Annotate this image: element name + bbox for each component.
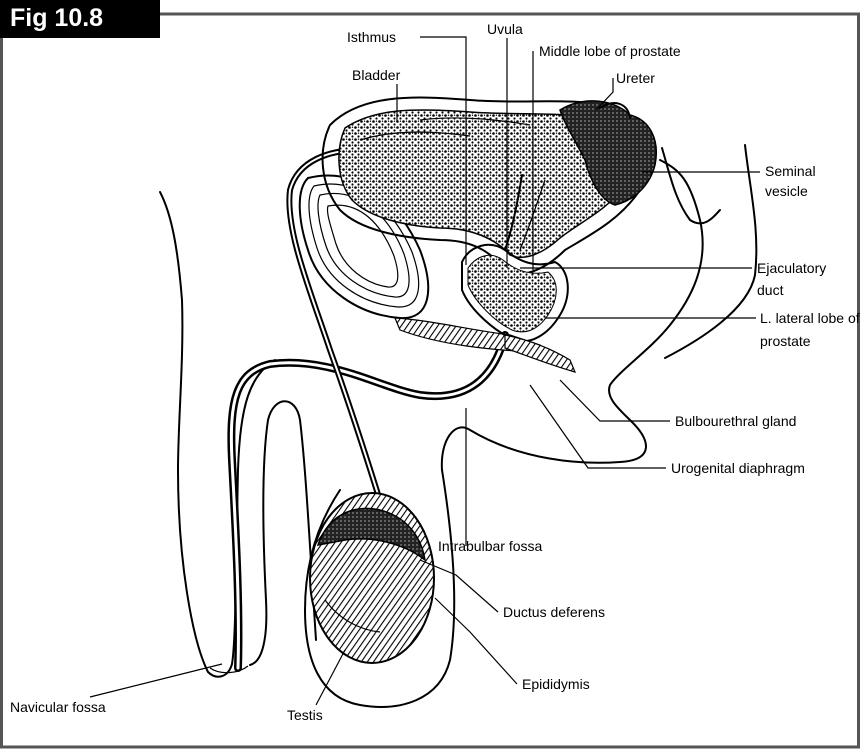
label-seminal-vesicle-1: Seminal bbox=[765, 163, 816, 179]
testis-shape bbox=[310, 493, 434, 663]
label-urogenital-diaphragm: Urogenital diaphragm bbox=[671, 460, 805, 476]
label-uvula: Uvula bbox=[487, 21, 523, 37]
label-bulbourethral-gland: Bulbourethral gland bbox=[675, 413, 796, 429]
label-middle-lobe: Middle lobe of prostate bbox=[539, 43, 681, 59]
label-navicular-fossa: Navicular fossa bbox=[10, 699, 106, 715]
label-bladder: Bladder bbox=[352, 67, 401, 83]
leader-urogenital bbox=[530, 385, 666, 468]
sacral-contour bbox=[662, 148, 720, 223]
leader-navicular bbox=[90, 664, 222, 697]
label-ejaculatory-duct-2: duct bbox=[757, 282, 784, 298]
label-lateral-lobe-1: L. lateral lobe of bbox=[760, 310, 860, 326]
label-epididymis: Epididymis bbox=[522, 676, 590, 692]
label-intrabulbar-fossa: Intrabulbar fossa bbox=[438, 538, 542, 554]
leader-bulbourethral bbox=[560, 380, 670, 421]
label-isthmus: Isthmus bbox=[347, 29, 396, 45]
back-contour bbox=[665, 145, 756, 358]
label-ductus-deferens: Ductus deferens bbox=[503, 604, 605, 620]
label-seminal-vesicle-2: vesicle bbox=[765, 183, 808, 199]
label-ureter: Ureter bbox=[616, 70, 655, 86]
label-lateral-lobe-2: prostate bbox=[760, 333, 811, 349]
urogenital-diaphragm-shape bbox=[505, 335, 575, 372]
label-testis: Testis bbox=[287, 707, 323, 723]
label-ejaculatory-duct-1: Ejaculatory bbox=[757, 260, 826, 276]
abdominal-contour bbox=[160, 192, 232, 677]
figure-tag: Fig 10.8 bbox=[0, 0, 160, 38]
pelvic-anatomy-illustration bbox=[160, 98, 756, 707]
perineum-contour bbox=[442, 422, 646, 470]
